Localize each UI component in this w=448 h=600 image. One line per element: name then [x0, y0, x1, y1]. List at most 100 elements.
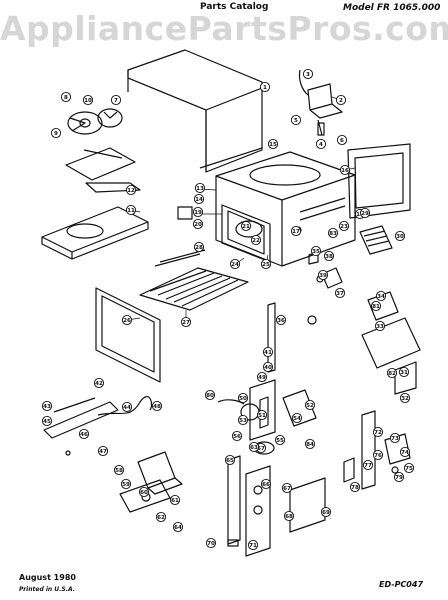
callout-65: 65: [224, 454, 236, 466]
callout-number: 78: [351, 485, 359, 491]
door-panel: [347, 143, 411, 219]
callout-circle: [231, 430, 243, 442]
callout-circle: [262, 361, 274, 373]
callout-circle: [260, 258, 272, 270]
callout-54: 54: [291, 412, 303, 424]
callout-37: 37: [334, 287, 346, 299]
callout-number: 1: [263, 85, 267, 91]
callout-number: 70: [207, 541, 215, 547]
callout-number: 50: [239, 396, 247, 402]
callout-39: 39: [317, 269, 329, 281]
callout-78: 78: [349, 481, 361, 493]
callout-number: 61: [171, 498, 179, 504]
callout-number: 77: [364, 463, 372, 469]
callout-circle: [193, 193, 205, 205]
callout-circle: [193, 241, 205, 253]
watermark: AppliancePartsPros.com: [0, 9, 448, 48]
callout-circle: [281, 482, 293, 494]
callout-number: 73: [391, 436, 399, 442]
callout-8: 8: [60, 91, 72, 103]
callout-12: 12: [125, 184, 137, 196]
callout-number: 38: [325, 254, 333, 260]
callout-circle: [304, 399, 316, 411]
transformer-top: [298, 69, 343, 136]
print-date: August 1980: [19, 573, 76, 582]
callout-number: 16: [341, 168, 349, 174]
callout-number: 57: [257, 446, 265, 452]
callout-73: 73: [389, 432, 401, 444]
callout-number: 69: [322, 510, 330, 516]
shield-plate: [41, 182, 149, 260]
callout-number: 53: [239, 418, 247, 424]
callout-number: 11: [127, 208, 135, 214]
callout-9: 9: [50, 127, 62, 139]
callout-77: 77: [362, 459, 374, 471]
callout-number: 76: [374, 453, 382, 459]
control-panel: [227, 455, 326, 557]
callout-41: 41: [262, 346, 274, 358]
callout-circle: [335, 94, 347, 106]
callout-circle: [110, 94, 122, 106]
callout-circle: [275, 314, 287, 326]
callout-number: 80: [206, 393, 214, 399]
callout-circle: [155, 511, 167, 523]
front-door-frame: [95, 287, 161, 383]
callout-29: 29: [359, 207, 371, 219]
callout-70: 70: [205, 537, 217, 549]
callout-number: 48: [153, 404, 161, 410]
callout-80: 80: [204, 389, 216, 401]
callout-35: 35: [310, 245, 322, 257]
callout-11: 11: [125, 204, 137, 216]
callout-56: 56: [231, 430, 243, 442]
callout-13: 13: [194, 182, 206, 194]
callout-circle: [283, 510, 295, 522]
callout-number: 28: [195, 245, 203, 251]
callout-number: 32: [401, 396, 409, 402]
callout-circle: [125, 204, 137, 216]
callout-44: 44: [121, 401, 133, 413]
callout-19: 19: [192, 206, 204, 218]
callout-circle: [192, 206, 204, 218]
callout-6: 6: [336, 134, 348, 146]
callout-15: 15: [267, 138, 279, 150]
callout-circle: [151, 400, 163, 412]
callout-circle: [113, 464, 125, 476]
callout-circle: [256, 371, 268, 383]
callout-number: 17: [292, 229, 300, 235]
callout-42: 42: [93, 377, 105, 389]
callout-30: 30: [394, 230, 406, 242]
callout-circle: [121, 314, 133, 326]
callout-circle: [260, 478, 272, 490]
callout-34: 34: [375, 290, 387, 302]
callout-number: 30: [396, 234, 404, 240]
callout-number: 3: [306, 72, 310, 78]
callout-number: 63: [250, 445, 258, 451]
callout-72: 72: [372, 426, 384, 438]
callout-circle: [386, 367, 398, 379]
callout-59: 59: [120, 478, 132, 490]
callout-number: 39: [319, 273, 327, 279]
callout-38: 38: [323, 250, 335, 262]
callout-circle: [310, 245, 322, 257]
callout-number: 68: [285, 514, 293, 520]
callout-circle: [256, 409, 268, 421]
callout-circle: [224, 454, 236, 466]
callout-number: 60: [140, 490, 148, 496]
callout-circle: [247, 539, 259, 551]
callout-number: 34: [377, 294, 385, 300]
callout-63: 63: [248, 441, 260, 453]
callout-number: 31: [400, 370, 408, 376]
callout-64: 64: [172, 521, 184, 533]
callout-number: 20: [194, 222, 202, 228]
callout-52: 52: [304, 399, 316, 411]
callout-67: 67: [281, 482, 293, 494]
callout-62: 62: [155, 511, 167, 523]
callout-number: 49: [258, 375, 266, 381]
callout-number: 2: [339, 98, 343, 104]
callout-number: 71: [249, 543, 257, 549]
callout-circle: [399, 392, 411, 404]
callout-circle: [248, 441, 260, 453]
